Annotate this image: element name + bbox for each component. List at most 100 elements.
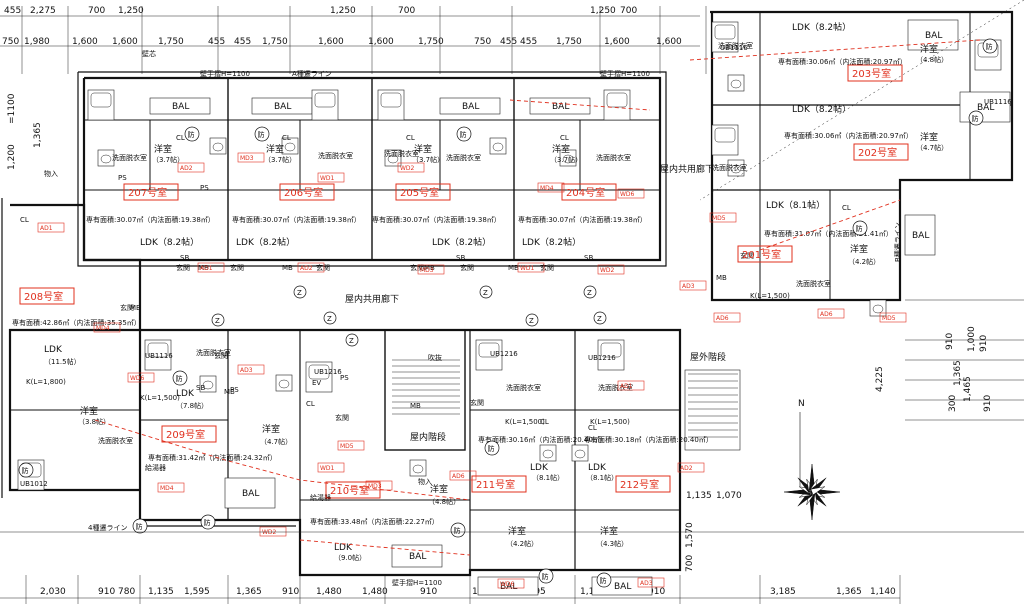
- washroom-label-3: 洗面脱衣室: [446, 153, 481, 162]
- toilet-icon: [97, 149, 115, 167]
- ub_1116-label-2: UB1116: [984, 98, 1012, 106]
- room-number-r206: 206号室: [284, 186, 323, 199]
- closet-label-7: CL: [540, 418, 549, 426]
- red-tag: AD1: [617, 380, 645, 391]
- red-tag-text-26: WD6: [500, 581, 515, 588]
- room-r204: 204号室専有面積:30.07㎡（内法面積:19.38㎡）LDK（8.2帖）洋室…: [518, 143, 647, 248]
- mb-label-3: MB: [508, 264, 519, 272]
- dim-top-0: 455: [4, 6, 21, 16]
- red-tag: MD3: [365, 480, 393, 491]
- kitchen-label-0: K(L=1,500): [140, 394, 180, 402]
- fire-alarm-icon: 防: [982, 38, 998, 54]
- dim-right-small-2: 1,570: [685, 522, 695, 548]
- storage-label-1: 物入: [418, 477, 432, 486]
- balcony-6: [904, 214, 936, 256]
- balcony-label-3: BAL: [552, 102, 569, 112]
- balcony-9: [477, 576, 539, 596]
- entrance-label-0: 玄関: [176, 263, 190, 272]
- room-area-r201: 専有面積:31.07㎡（内法面積:21.41㎡）: [764, 229, 893, 238]
- dim-second-8: 1,600: [318, 37, 344, 47]
- room-ldk-r210: LDK: [334, 543, 353, 553]
- red-tag: WD2: [259, 526, 287, 537]
- room-western-r209: 洋室: [262, 423, 280, 435]
- kitchen-label-2: K(L=1,500): [590, 418, 630, 426]
- fire-label-10: 防: [176, 374, 183, 383]
- room-area-r206: 専有面積:30.07㎡（内法面積:19.38㎡）: [232, 215, 361, 224]
- balcony-label-8: BAL: [409, 552, 426, 562]
- balcony-label-9: BAL: [500, 582, 517, 592]
- room-area-r204: 専有面積:30.07㎡（内法面積:19.38㎡）: [518, 215, 647, 224]
- line-c-label: 4種遷ライン: [88, 524, 127, 532]
- dim-top-1: 2,275: [30, 6, 56, 16]
- washroom-label-7: 洗面脱衣室: [796, 279, 831, 288]
- fire-label-3: 防: [986, 42, 993, 51]
- room-number-r211: 211号室: [476, 478, 515, 491]
- red-tag: WD6: [127, 372, 155, 383]
- room-r201: 201号室専有面積:31.07㎡（内法面積:21.41㎡）LDK（8.1帖）洋室…: [737, 199, 893, 266]
- dim-top-7: 700: [620, 6, 637, 16]
- line-a-label: A種遷ライン: [292, 70, 332, 78]
- fire-alarm-icon: 防: [254, 126, 270, 142]
- red-tag: AD3: [679, 280, 707, 291]
- mb-label-4: MB: [130, 304, 141, 312]
- red-dashed-lines: [94, 39, 981, 556]
- red-tag-text-25: MD4: [160, 485, 174, 492]
- red-tag: AD2: [297, 262, 325, 273]
- toilet-icon: [281, 137, 299, 155]
- red-tag-text-13: WD1: [520, 265, 535, 272]
- fire-markers: 防防防防防防防防防防防防防防: [18, 38, 998, 588]
- water-heater-label: 給湯器: [145, 463, 166, 472]
- red-tag: MD5: [337, 440, 365, 451]
- toilet-icon: [199, 375, 217, 393]
- fire-alarm-icon: 防: [200, 514, 216, 530]
- ub_1116-label-0: UB1116: [145, 352, 173, 360]
- room-area-r210: 専有面積:33.48㎡（内法面積:22.27㎡）: [310, 517, 439, 526]
- toilet-icon: [384, 149, 402, 167]
- room-number-r209: 209号室: [166, 428, 205, 441]
- red-tag-text-18: MD5: [340, 443, 354, 450]
- room-area-r212: 専有面積:30.18㎡（内法面積:20.40㎡）: [584, 435, 713, 444]
- parapet-label-top: 壁手摺H=1100: [200, 69, 250, 78]
- dim-bottom-4: 1,595: [184, 587, 210, 597]
- room-r209: 209号室専有面積:31.42㎡（内法面積:24.32㎡）LDK（7.8帖）洋室…: [148, 389, 292, 462]
- room-number-r210: 210号室: [330, 484, 369, 497]
- mb-label-0: MB: [198, 264, 209, 272]
- diagonal-axis: [699, 0, 1024, 201]
- dim-top-2: 700: [88, 6, 105, 16]
- washroom-label-9: 洗面脱衣室: [98, 436, 133, 445]
- washroom-label-8: 洗面脱衣室: [196, 348, 231, 357]
- red-tag: MD4: [93, 322, 121, 333]
- room-western-r208: 洋室: [80, 405, 98, 417]
- fire-label-12: 防: [204, 518, 211, 527]
- corridor-label-2: 屋内共用廊下: [660, 163, 714, 175]
- red-tag: AD6: [817, 308, 845, 319]
- room-western-size-r204: （3.7帖）: [550, 155, 582, 164]
- balcony-label-5: BAL: [977, 103, 994, 113]
- entrance-label-2: 玄関: [316, 263, 330, 272]
- dim-right-small-3: 700: [685, 555, 695, 572]
- balcony-0: [149, 97, 211, 115]
- room-number-r203: 203号室: [852, 67, 891, 80]
- balcony-label-4: BAL: [925, 31, 942, 41]
- water-heater-label-2: 給湯器: [310, 493, 331, 502]
- dim-second-2: 1,600: [72, 37, 98, 47]
- red-tag-text-22: MD3: [368, 483, 382, 490]
- red-tag: MD4: [537, 182, 565, 193]
- room-area-r205: 専有面積:30.07㎡（内法面積:19.38㎡）: [372, 215, 501, 224]
- dim-right-0: 910: [945, 333, 955, 350]
- room-western-r211: 洋室: [508, 525, 526, 537]
- toilet-icon: [869, 299, 887, 317]
- dim-second-14: 1,750: [556, 37, 582, 47]
- red-tag: WD2: [597, 264, 625, 275]
- dim-second-13: 455: [520, 37, 537, 47]
- north-arrow-icon: N: [783, 399, 841, 521]
- fire-alarm-icon: 防: [484, 440, 500, 456]
- red-tag: WD2: [397, 162, 425, 173]
- ub_1012-label-0: UB1012: [20, 480, 48, 488]
- dim-right-1: 1,365: [953, 360, 963, 386]
- elev-label-0: EV: [312, 379, 321, 387]
- room-ldk-r211: LDK: [530, 463, 549, 473]
- red-tag: WD1: [317, 462, 345, 473]
